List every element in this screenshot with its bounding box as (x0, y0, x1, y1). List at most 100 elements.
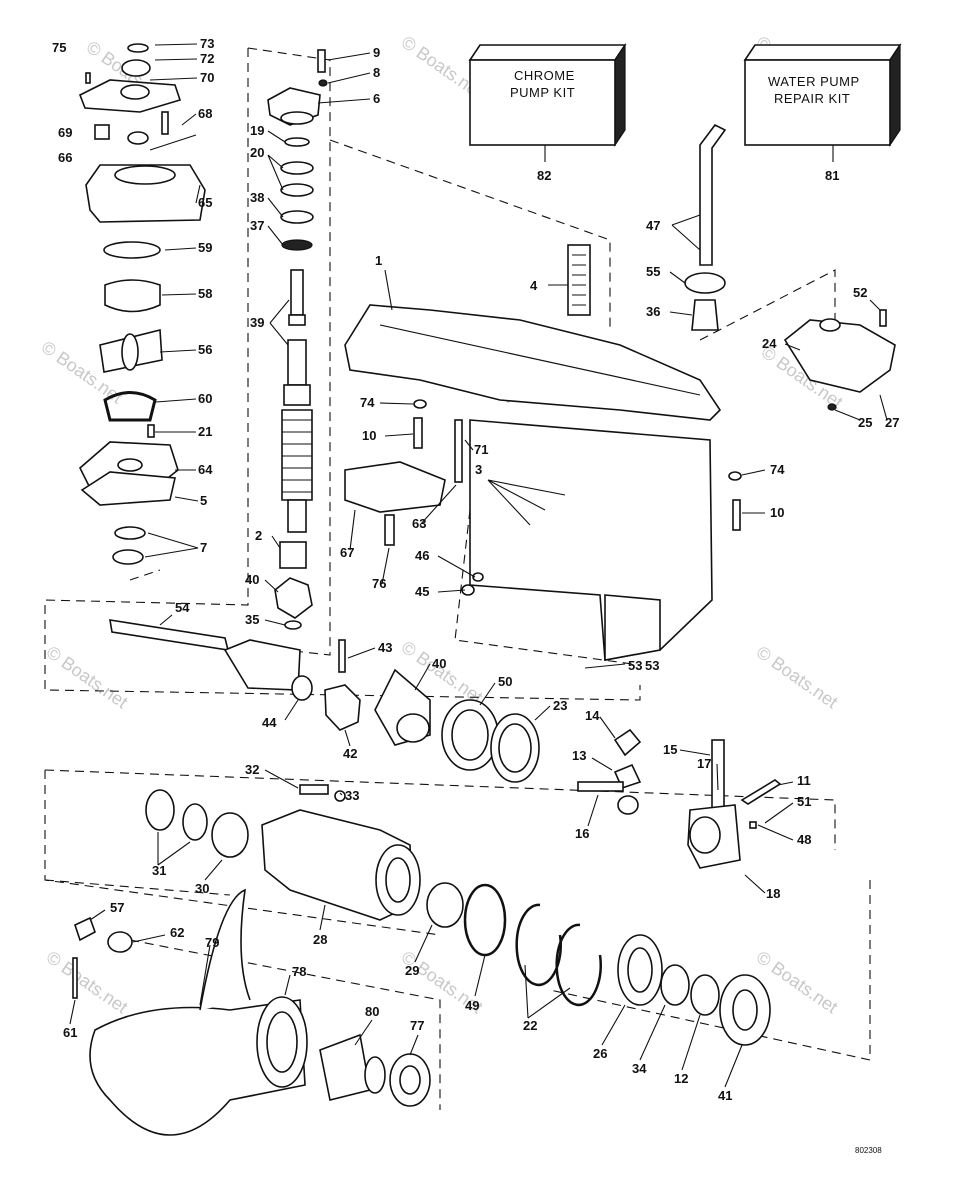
callout-77: 77 (410, 1018, 424, 1033)
callout-55: 55 (646, 264, 660, 279)
callout-44: 44 (262, 715, 277, 730)
callout-57: 57 (110, 900, 124, 915)
callout-56: 56 (198, 342, 212, 357)
callout-41: 41 (718, 1088, 732, 1103)
chrome-pump-kit-line2: PUMP KIT (510, 85, 575, 100)
callout-78: 78 (292, 964, 306, 979)
water-pump-kit-line1: WATER PUMP (768, 74, 860, 89)
callout-15: 15 (663, 742, 677, 757)
callout-54: 54 (175, 600, 190, 615)
callout-69: 69 (58, 125, 72, 140)
callout-43: 43 (378, 640, 392, 655)
watermark: © Boats.net (753, 642, 842, 712)
gearcase-housing (344, 244, 742, 661)
callout-48: 48 (797, 832, 811, 847)
shift-linkage-parts (684, 123, 896, 411)
callout-34: 34 (632, 1061, 647, 1076)
callout-49: 49 (465, 998, 479, 1013)
callout-14: 14 (585, 708, 600, 723)
callout-79: 79 (205, 935, 219, 950)
callout-24: 24 (762, 336, 777, 351)
callout-64: 64 (198, 462, 213, 477)
callout-8: 8 (373, 65, 380, 80)
callout-17: 17 (697, 756, 711, 771)
callout-2: 2 (255, 528, 262, 543)
bearing-housing-parts (145, 784, 771, 1046)
callout-27: 27 (885, 415, 899, 430)
callout-74: 74 (770, 462, 785, 477)
callout-62: 62 (170, 925, 184, 940)
callout-52: 52 (853, 285, 867, 300)
callout-42: 42 (343, 746, 357, 761)
callout-3: 3 (475, 462, 482, 477)
callout-22: 22 (523, 1018, 537, 1033)
callout-71: 71 (474, 442, 488, 457)
water-pump-parts (78, 43, 206, 565)
callout-23: 23 (553, 698, 567, 713)
callout-80: 80 (365, 1004, 379, 1019)
callout-50: 50 (498, 674, 512, 689)
callout-4: 4 (530, 278, 538, 293)
callout-10: 10 (362, 428, 376, 443)
callout-63: 63 (412, 516, 426, 531)
callout-53: 53 (628, 658, 642, 673)
callout-60: 60 (198, 391, 212, 406)
callout-18: 18 (766, 886, 780, 901)
drive-shaft-parts (267, 49, 328, 630)
callout-59: 59 (198, 240, 212, 255)
callout-35: 35 (245, 612, 259, 627)
callout-19: 19 (250, 123, 264, 138)
callout-13: 13 (572, 748, 586, 763)
callout-28: 28 (313, 932, 327, 947)
watermark: © Boats.net (43, 642, 132, 712)
callout-53: 53 (645, 658, 659, 673)
callout-labels: 75 73 72 70 69 68 66 65 59 58 56 60 21 6… (52, 36, 899, 1103)
callout-1: 1 (375, 253, 382, 268)
callout-67: 67 (340, 545, 354, 560)
propeller-parts (72, 888, 431, 1136)
callout-40: 40 (245, 572, 259, 587)
callout-10: 10 (770, 505, 784, 520)
reference-code: 802308 (855, 1146, 882, 1155)
callout-70: 70 (200, 70, 214, 85)
callout-65: 65 (198, 195, 212, 210)
callout-46: 46 (415, 548, 429, 563)
callout-40: 40 (432, 656, 446, 671)
callout-68: 68 (198, 106, 212, 121)
callout-74: 74 (360, 395, 375, 410)
callout-29: 29 (405, 963, 419, 978)
watermark: © Boats.net (43, 947, 132, 1017)
callout-33: 33 (345, 788, 359, 803)
callout-73: 73 (200, 36, 214, 51)
water-pump-kit-line2: REPAIR KIT (774, 91, 850, 106)
callout-16: 16 (575, 826, 589, 841)
callout-26: 26 (593, 1046, 607, 1061)
water-pump-repair-kit-box: WATER PUMP REPAIR KIT 81 (743, 43, 902, 183)
callout-38: 38 (250, 190, 264, 205)
callout-9: 9 (373, 45, 380, 60)
callout-39: 39 (250, 315, 264, 330)
propeller-shaft-parts (109, 619, 782, 869)
callout-75: 75 (52, 40, 66, 55)
callout-47: 47 (646, 218, 660, 233)
chrome-pump-kit-line1: CHROME (514, 68, 575, 83)
callout-45: 45 (415, 584, 429, 599)
callout-11: 11 (797, 773, 811, 788)
callout-6: 6 (373, 91, 380, 106)
callout-36: 36 (646, 304, 660, 319)
callout-58: 58 (198, 286, 212, 301)
callout-81: 81 (825, 168, 839, 183)
callout-76: 76 (372, 576, 386, 591)
callout-37: 37 (250, 218, 264, 233)
callout-5: 5 (200, 493, 207, 508)
callout-61: 61 (63, 1025, 77, 1040)
callout-20: 20 (250, 145, 264, 160)
callout-66: 66 (58, 150, 72, 165)
callout-21: 21 (198, 424, 212, 439)
callout-32: 32 (245, 762, 259, 777)
callout-12: 12 (674, 1071, 688, 1086)
callout-30: 30 (195, 881, 209, 896)
callout-31: 31 (152, 863, 166, 878)
callout-82: 82 (537, 168, 551, 183)
